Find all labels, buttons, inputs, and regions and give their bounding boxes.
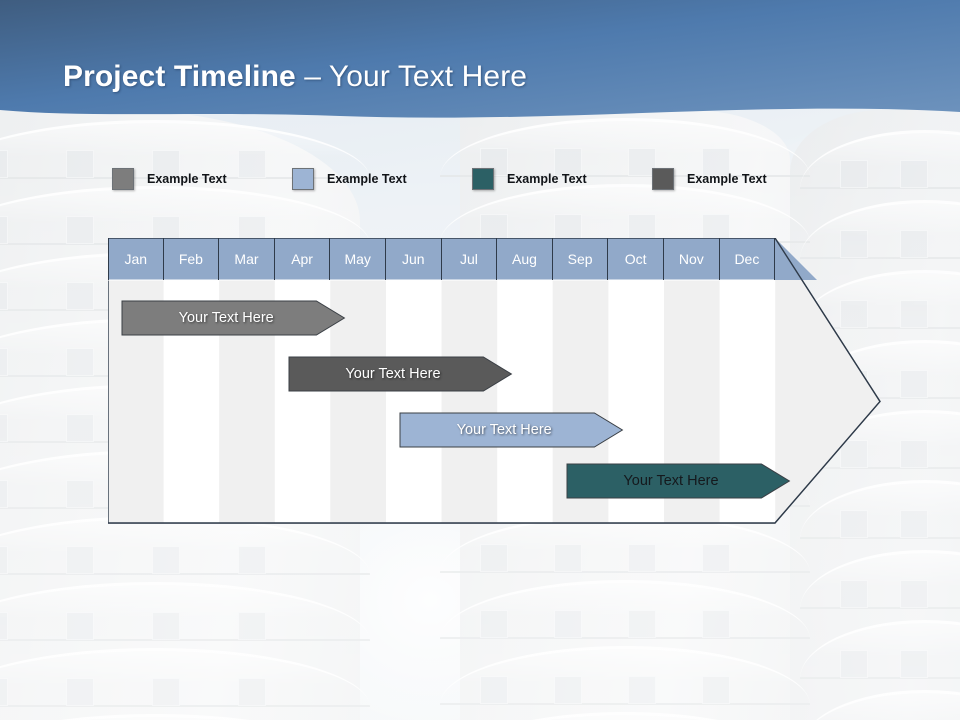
timeline-bar-3[interactable]: Your Text Here	[399, 412, 624, 448]
legend-item-label: Example Text	[687, 172, 767, 186]
page-title-bold: Project Timeline	[63, 60, 296, 93]
month-column-stripe	[441, 280, 498, 523]
month-header-label: Dec	[734, 251, 760, 267]
legend-swatch-icon	[292, 168, 314, 190]
month-header-feb[interactable]: Feb	[164, 238, 220, 280]
month-header-nov[interactable]: Nov	[664, 238, 720, 280]
month-header-may[interactable]: May	[330, 238, 386, 280]
month-header-mar[interactable]: Mar	[219, 238, 275, 280]
legend: Example Text Example Text Example Text Exam…	[112, 168, 812, 194]
legend-item-3[interactable]: Example Text	[472, 168, 587, 190]
month-header-label: Aug	[512, 251, 537, 267]
legend-item-label: Example Text	[507, 172, 587, 186]
timeline-bar-4[interactable]: Your Text Here	[566, 463, 791, 499]
page-title-rest: – Your Text Here	[295, 60, 528, 93]
timeline-bar-2[interactable]: Your Text Here	[288, 356, 513, 392]
month-header-label: Jun	[402, 251, 425, 267]
month-header-jan[interactable]: Jan	[108, 238, 164, 280]
month-header-sep[interactable]: Sep	[553, 238, 609, 280]
month-header-label: Jan	[124, 251, 148, 267]
month-header-label: Oct	[624, 251, 647, 267]
timeline-chart: Jan Feb Mar Apr May Jun Jul Aug Sep Oct Nov Dec You…	[108, 238, 888, 530]
title-banner: Project Timeline – Your Text Here	[0, 0, 960, 132]
month-header-apr[interactable]: Apr	[275, 238, 331, 280]
month-header-aug[interactable]: Aug	[497, 238, 553, 280]
month-header-band	[108, 238, 817, 280]
chart-arrow-outline	[108, 238, 881, 524]
month-header-label: May	[344, 251, 371, 267]
month-header-dec[interactable]: Dec	[720, 238, 776, 280]
month-header-label: Feb	[178, 251, 203, 267]
timeline-bar-shape	[566, 463, 791, 499]
month-header-jul[interactable]: Jul	[442, 238, 498, 280]
month-header-label: Nov	[678, 251, 704, 267]
month-header-label: Apr	[291, 251, 313, 267]
page-title: Project Timeline – Your Text Here	[63, 60, 527, 94]
timeline-bar-shape	[399, 412, 624, 448]
legend-swatch-icon	[112, 168, 134, 190]
month-header-label: Jul	[459, 251, 478, 267]
legend-item-4[interactable]: Example Text	[652, 168, 767, 190]
timeline-bar-1[interactable]: Your Text Here	[121, 300, 346, 336]
legend-item-1[interactable]: Example Text	[112, 168, 227, 190]
legend-swatch-icon	[652, 168, 674, 190]
month-header-oct[interactable]: Oct	[608, 238, 664, 280]
month-header-label: Sep	[567, 251, 593, 267]
legend-swatch-icon	[472, 168, 494, 190]
month-header-label: Mar	[234, 251, 259, 267]
timeline-bar-shape	[288, 356, 513, 392]
month-column-stripe	[497, 280, 553, 523]
legend-item-label: Example Text	[327, 172, 407, 186]
month-header-row: Jan Feb Mar Apr May Jun Jul Aug Sep Oct Nov Dec	[108, 238, 776, 280]
month-header-jun[interactable]: Jun	[386, 238, 442, 280]
legend-item-2[interactable]: Example Text	[292, 168, 407, 190]
timeline-bar-shape	[121, 300, 346, 336]
legend-item-label: Example Text	[147, 172, 227, 186]
month-column-stripe	[386, 280, 442, 523]
